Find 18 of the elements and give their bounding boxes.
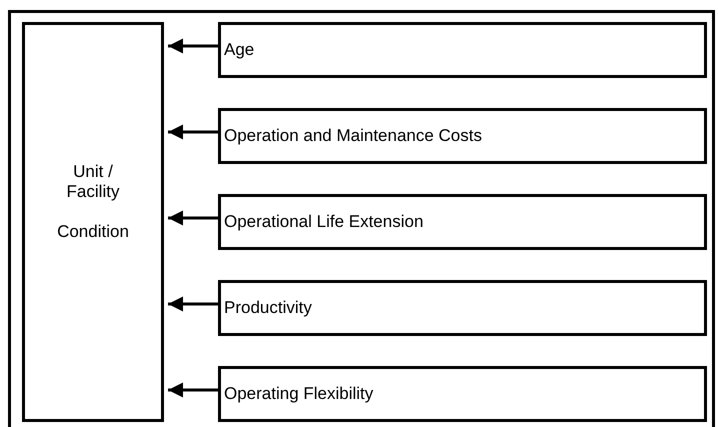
node-label: Productivity — [224, 298, 312, 318]
factor-box — [218, 108, 707, 164]
arrow — [168, 124, 218, 140]
factor-box — [218, 366, 707, 422]
arrow — [168, 382, 218, 398]
arrow — [168, 210, 218, 226]
node-label: Age — [224, 40, 254, 60]
factor-box — [218, 280, 707, 336]
node-label: Condition — [56, 222, 130, 242]
node-label: Unit / Facility — [66, 162, 120, 202]
target-box — [22, 22, 164, 422]
arrow — [168, 296, 218, 312]
node-label: Operation and Maintenance Costs — [224, 126, 482, 146]
node-label: Operational Life Extension — [224, 212, 424, 232]
arrow — [168, 38, 218, 54]
factor-box — [218, 194, 707, 250]
node-label: Operating Flexibility — [224, 384, 374, 404]
factor-box — [218, 22, 707, 78]
